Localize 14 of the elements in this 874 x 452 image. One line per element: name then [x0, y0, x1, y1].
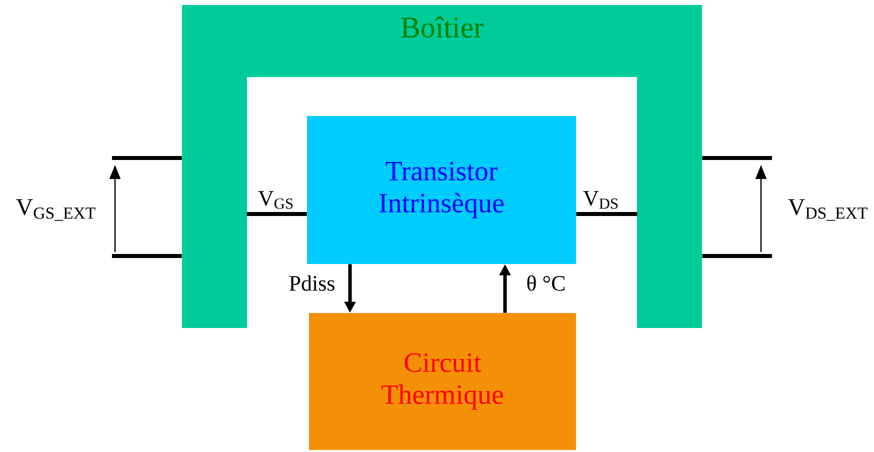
connection-line — [702, 156, 772, 160]
edge-label: V$_{DS}$ — [583, 191, 618, 209]
voltage-label: V$_{DS_EXT}$ — [788, 199, 868, 221]
edge-label: V$_{GS}$ — [258, 191, 293, 209]
connection-line — [702, 254, 772, 258]
connection-line — [112, 156, 182, 160]
connection-line — [112, 254, 182, 258]
edge-label: Pdiss — [289, 275, 334, 291]
transistor-box: Transistor Intrinsèque — [307, 116, 576, 264]
connection-line — [246, 212, 307, 216]
edge-label: θ °C — [527, 275, 565, 291]
voltage-label: V$_{GS_EXT}$ — [16, 199, 96, 221]
thermal-circuit-box: Circuit Thermique — [309, 313, 576, 450]
connection-line — [576, 212, 638, 216]
